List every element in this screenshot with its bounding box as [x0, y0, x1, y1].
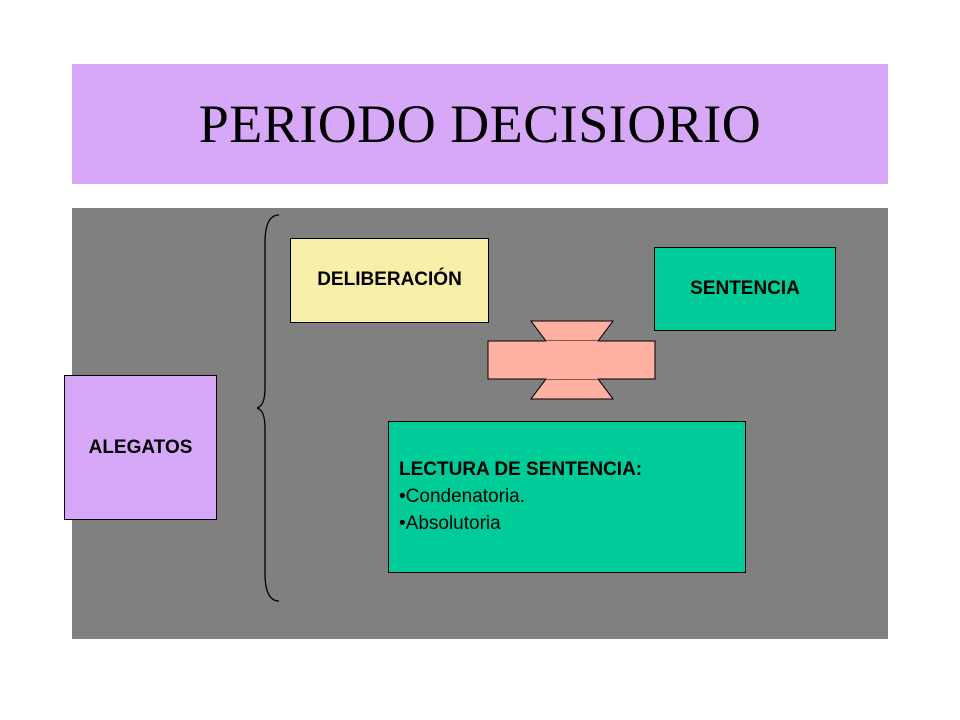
lectura-box: LECTURA DE SENTENCIA: •Condenatoria. •Ab… — [388, 421, 746, 573]
diagram-panel: ALEGATOS DELIBERACIÓN SENTENCIA LECTURA … — [64, 208, 888, 639]
deliberacion-box: DELIBERACIÓN — [290, 238, 489, 323]
page-title: PERIODO DECISIORIO — [198, 94, 762, 154]
alegatos-label: ALEGATOS — [88, 436, 193, 458]
lectura-item-condenatoria: •Condenatoria. — [399, 486, 526, 507]
up-down-arrow — [487, 320, 656, 400]
alegatos-box: ALEGATOS — [64, 375, 217, 520]
deliberacion-label: DELIBERACIÓN — [317, 269, 462, 290]
lectura-heading: LECTURA DE SENTENCIA: — [399, 459, 643, 480]
brace-connector — [257, 214, 280, 602]
sentencia-label: SENTENCIA — [690, 278, 800, 299]
sentencia-box: SENTENCIA — [654, 247, 836, 331]
title-band: PERIODO DECISIORIO — [72, 64, 888, 184]
lectura-item-absolutoria: •Absolutoria — [399, 513, 501, 534]
